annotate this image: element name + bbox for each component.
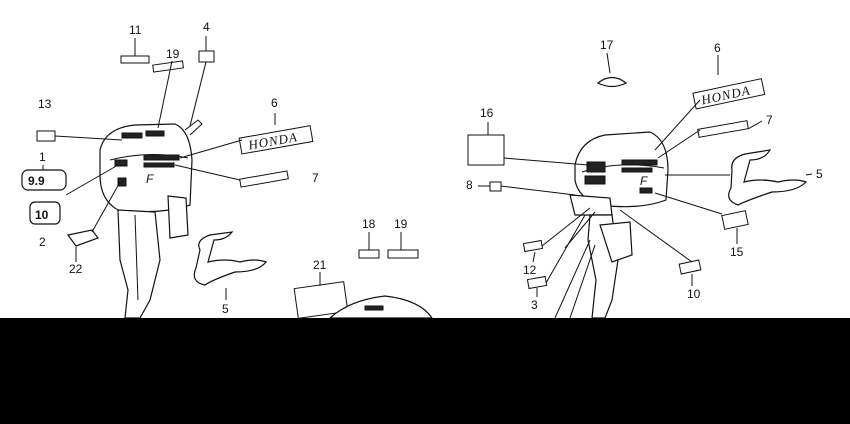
callout-2: 2 [39, 235, 46, 249]
callout-12: 12 [523, 263, 537, 277]
decal-10 [678, 259, 702, 275]
decal-11 [120, 55, 150, 64]
left-outboard-motor: F [99, 119, 203, 318]
callout-10: 10 [687, 287, 701, 301]
decal-16 [467, 134, 505, 166]
callout-16: 16 [480, 106, 494, 120]
parts-diagram: F 9.9 10 HONDA 11 19 4 13 6 1 7 2 22 5 [21, 20, 823, 318]
right-outboard-motor: F [564, 131, 669, 318]
callout-5-right: 5 [816, 167, 823, 181]
badge-9-9-text: 9.9 [28, 174, 45, 188]
f-script-logo-right [728, 149, 808, 206]
honda-logo-left-text: HONDA [246, 129, 299, 153]
decal-12 [522, 239, 544, 253]
badge-10: 10 [29, 201, 61, 225]
decal-18 [358, 249, 380, 259]
callout-3: 3 [531, 298, 538, 312]
decal-15 [721, 210, 749, 230]
callout-7-left: 7 [312, 171, 319, 185]
decal-7-left [239, 170, 289, 188]
callout-19-left: 19 [166, 47, 180, 61]
decal-3 [526, 275, 548, 290]
callout-8: 8 [466, 178, 473, 192]
callout-1: 1 [39, 150, 46, 164]
decal-7-right [697, 120, 749, 138]
decal-19-center [387, 249, 419, 259]
callout-6-right: 6 [714, 41, 721, 55]
decal-22 [66, 229, 99, 247]
callout-4: 4 [203, 20, 210, 34]
black-band [0, 318, 850, 424]
callout-22: 22 [69, 262, 83, 276]
callout-13: 13 [38, 97, 52, 111]
decal-13 [36, 130, 56, 142]
callout-5-left: 5 [222, 302, 229, 316]
badge-9-9: 9.9 [21, 169, 67, 191]
honda-logo-right: HONDA [692, 78, 766, 110]
decal-17 [596, 76, 628, 88]
callout-18: 18 [362, 217, 376, 231]
callout-7-right: 7 [766, 113, 773, 127]
decal-4 [198, 50, 215, 63]
callout-11: 11 [129, 23, 142, 37]
f-script-logo-left [193, 231, 267, 286]
callout-17: 17 [600, 38, 614, 52]
callout-15: 15 [730, 245, 744, 259]
callout-6-left: 6 [271, 96, 278, 110]
decal-8 [489, 181, 502, 192]
decal-19 [152, 60, 184, 73]
decal-21 [293, 281, 349, 318]
honda-logo-left: HONDA [238, 125, 314, 155]
callout-21: 21 [313, 258, 327, 272]
callout-19-center: 19 [394, 217, 408, 231]
svg-text:F: F [640, 174, 648, 188]
badge-10-text: 10 [35, 208, 49, 222]
svg-text:F: F [146, 172, 154, 186]
